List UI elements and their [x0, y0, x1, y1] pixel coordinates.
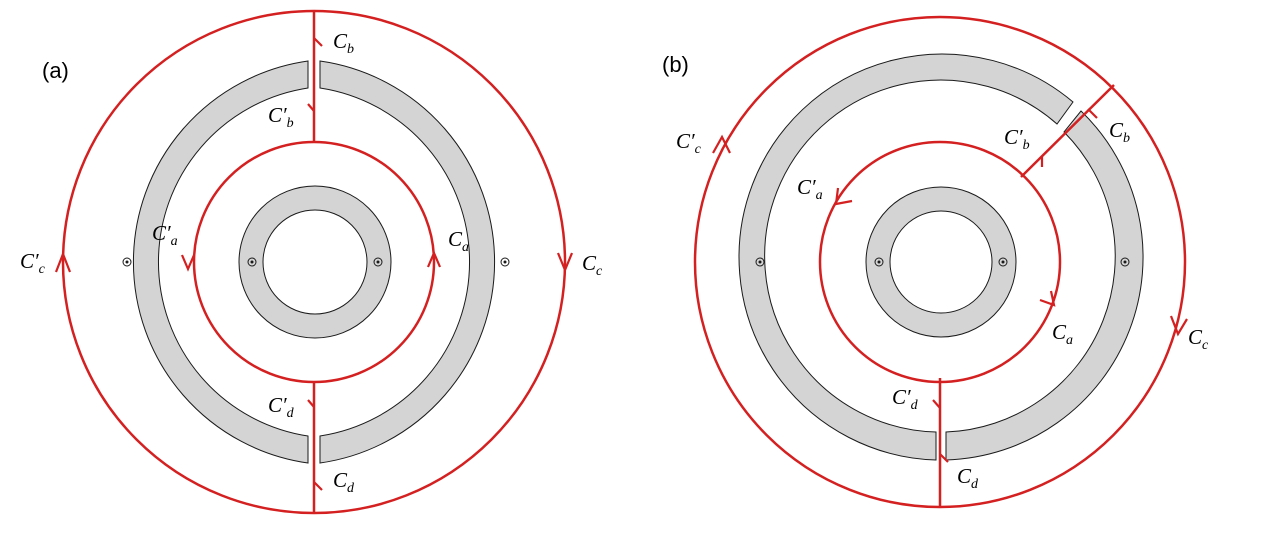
inner-conductor-a — [238, 185, 392, 339]
arrow-ca-a — [426, 250, 442, 268]
contour-inner-b — [818, 140, 1062, 384]
inner-conductor-b — [865, 186, 1017, 338]
label-cbp-a: C′b — [268, 103, 294, 131]
label-ca-b: Ca — [1052, 320, 1073, 348]
arrow-ca-b — [1039, 290, 1056, 307]
label-ccp-a: C′c — [20, 249, 46, 277]
label-cbp-b: C′b — [1004, 125, 1030, 153]
label-cap-a: C′a — [152, 221, 178, 249]
label-cap-b: C′a — [797, 175, 823, 203]
arrow-cc-b — [1169, 315, 1188, 337]
outer-conductor-main-b — [738, 53, 1074, 461]
label-ccp-b: C′c — [676, 129, 702, 157]
label-cdp-a: C′d — [268, 393, 295, 421]
label-cb-a: Cb — [333, 29, 354, 57]
arrow-cc-prime-a — [54, 250, 72, 273]
arrow-ca-prime-a — [180, 254, 196, 272]
label-cb-b: Cb — [1109, 118, 1130, 146]
arrow-cc-prime-b — [712, 134, 731, 154]
contour-inner-a — [192, 140, 436, 384]
cut-diagonal-b — [1020, 84, 1115, 178]
label-cdp-b: C′d — [892, 385, 919, 413]
tick-cbp-a — [307, 103, 315, 112]
label-cc-a: Cc — [582, 251, 603, 279]
tick-cdp-b — [932, 399, 941, 409]
tick-cb-b — [1087, 108, 1098, 119]
panel-label-b: (b) — [662, 52, 689, 77]
panel-b: (b) C′c C′b Cb C′a Ca — [662, 15, 1209, 509]
tick-cd-a — [313, 481, 323, 491]
current-out-of-page-icon — [755, 257, 1130, 267]
label-cc-b: Cc — [1188, 325, 1209, 353]
arrow-cc-a — [556, 252, 574, 273]
outer-conductor-left-a — [133, 60, 309, 464]
outer-conductor-minor-b — [945, 110, 1144, 461]
label-cd-a: Cd — [333, 468, 355, 496]
arrow-ca-prime-b — [834, 187, 853, 206]
tick-cb-a — [313, 37, 323, 47]
label-ca-a: Ca — [448, 227, 469, 255]
panel-label-a: (a) — [42, 58, 69, 83]
panel-a: (a) Cb C′b C′a Ca C′c — [20, 9, 603, 515]
tick-cd-b — [939, 453, 949, 463]
outer-conductor-right-a — [319, 60, 495, 464]
label-cd-b: Cd — [957, 464, 979, 492]
tick-cdp-a — [307, 399, 315, 408]
current-out-of-page-icon — [122, 257, 510, 267]
